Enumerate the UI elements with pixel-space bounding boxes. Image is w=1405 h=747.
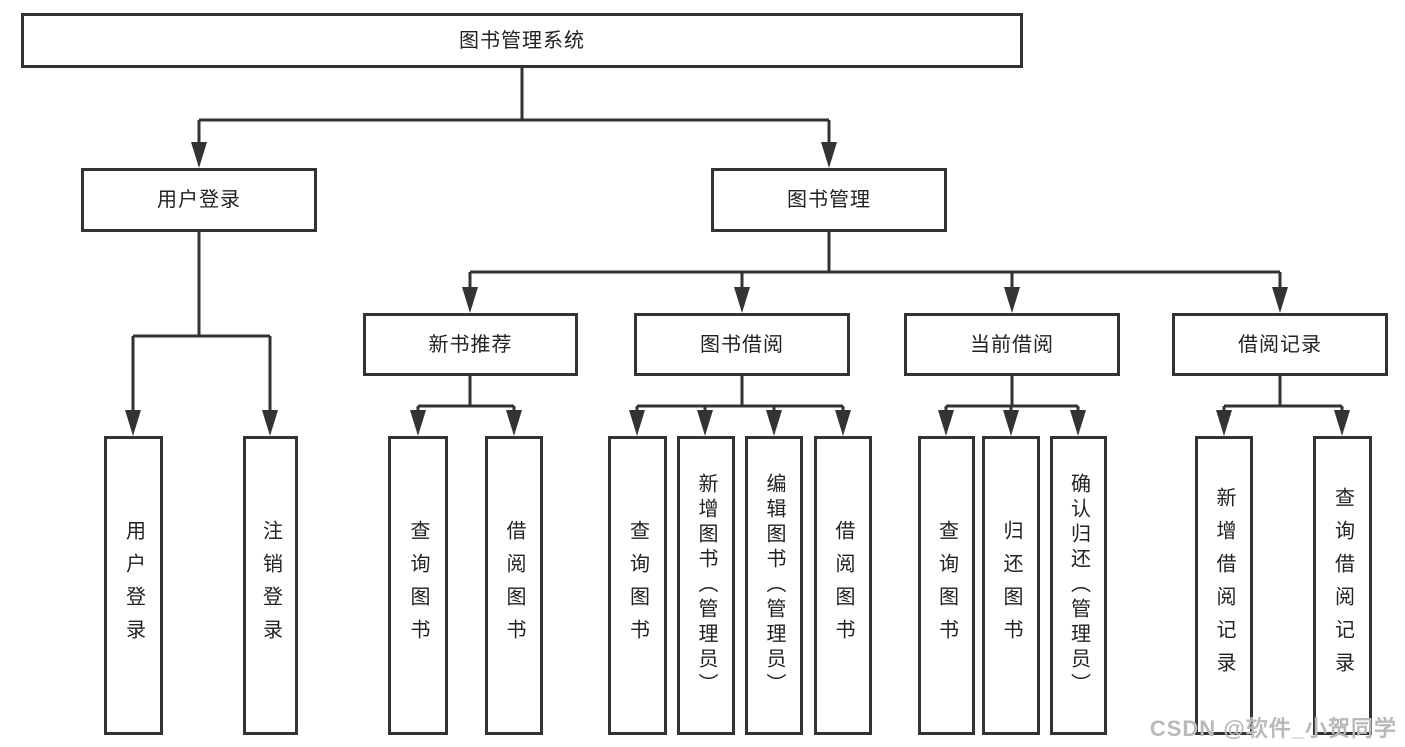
arrow-icon [462, 287, 478, 313]
node-label: 借阅图书 [832, 519, 854, 652]
node-leaf-query-book-3: 查询图书 [918, 436, 975, 735]
node-leaf-logout: 注销登录 [243, 436, 298, 735]
node-label: 用户登录 [157, 189, 241, 211]
connector-currentborrow-to-leaves [944, 376, 1080, 414]
arrow-icon [734, 287, 750, 313]
node-label: 归还图书 [1000, 519, 1022, 652]
arrow-icon [1216, 410, 1232, 436]
node-leaf-query-book-1: 查询图书 [388, 436, 448, 735]
node-label: 新增图书（管理员） [695, 473, 717, 698]
node-label: 图书借阅 [700, 333, 784, 356]
node-label: 当前借阅 [970, 333, 1054, 356]
node-label: 借阅图书 [503, 519, 525, 652]
node-label: 编辑图书（管理员） [763, 473, 785, 698]
node-leaf-query-borrow-record: 查询借阅记录 [1313, 436, 1372, 735]
node-leaf-edit-book-admin: 编辑图书（管理员） [745, 436, 803, 735]
node-label: 查询图书 [407, 519, 429, 652]
node-leaf-confirm-return-admin: 确认归还（管理员） [1050, 436, 1107, 735]
node-book-borrow: 图书借阅 [634, 313, 850, 376]
arrow-icon [697, 410, 713, 436]
node-label: 新书推荐 [428, 333, 513, 356]
node-leaf-borrow-book-2: 借阅图书 [814, 436, 872, 735]
arrow-icon [938, 410, 954, 436]
connector-userlogin-to-leaves [131, 232, 272, 414]
node-leaf-user-login: 用户登录 [104, 436, 163, 735]
node-borrow-record: 借阅记录 [1172, 313, 1388, 376]
arrow-icon [410, 410, 426, 436]
node-label: 查询图书 [626, 519, 649, 652]
connector-newbook-to-leaves [416, 376, 516, 414]
connector-borrowrecord-to-leaves [1222, 376, 1344, 414]
node-leaf-add-borrow-record: 新增借阅记录 [1195, 436, 1253, 735]
arrow-icon [1003, 410, 1019, 436]
node-leaf-add-book-admin: 新增图书（管理员） [677, 436, 735, 735]
arrow-icon [1272, 287, 1288, 313]
node-label: 用户登录 [122, 519, 145, 652]
node-label: 图书管理系统 [459, 29, 585, 52]
arrow-icon [1070, 410, 1086, 436]
connector-root-to-level2 [197, 68, 831, 146]
arrow-icon [629, 410, 645, 436]
node-new-book-recommend: 新书推荐 [363, 313, 578, 376]
node-label: 确认归还（管理员） [1067, 473, 1090, 698]
arrow-icon [191, 142, 207, 168]
arrow-icon [1004, 287, 1020, 313]
arrow-icon [835, 410, 851, 436]
arrow-icon [506, 410, 522, 436]
arrow-icon [766, 410, 782, 436]
connector-bookborrow-to-leaves [635, 376, 845, 414]
node-leaf-query-book-2: 查询图书 [608, 436, 667, 735]
arrow-icon [821, 142, 837, 168]
connector-bookmgmt-to-level3 [468, 232, 1282, 291]
node-label: 借阅记录 [1238, 333, 1322, 356]
node-current-borrow: 当前借阅 [904, 313, 1120, 376]
node-root-system: 图书管理系统 [21, 13, 1023, 68]
node-label: 注销登录 [259, 519, 282, 652]
node-label: 查询借阅记录 [1331, 486, 1354, 685]
arrow-icon [125, 410, 141, 436]
node-label: 图书管理 [787, 189, 871, 211]
node-leaf-borrow-book-1: 借阅图书 [485, 436, 543, 735]
arrow-icon [1334, 410, 1350, 436]
arrow-icon [262, 410, 278, 436]
node-label: 新增借阅记录 [1213, 486, 1235, 685]
node-book-management: 图书管理 [711, 168, 947, 232]
node-label: 查询图书 [935, 519, 958, 652]
node-leaf-return-book: 归还图书 [982, 436, 1040, 735]
node-user-login: 用户登录 [81, 168, 317, 232]
